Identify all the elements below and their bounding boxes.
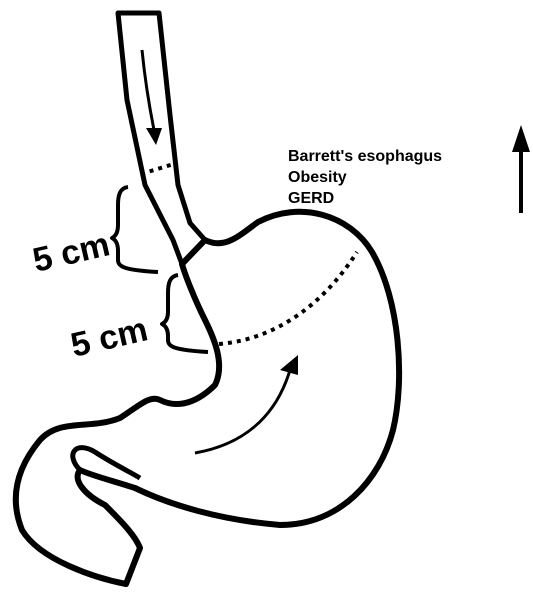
lower-measure-label: 5 cm xyxy=(67,310,151,364)
esophagus-outline xyxy=(118,13,210,264)
condition-barretts: Barrett's esophagus xyxy=(288,148,442,165)
upper-measure-label: 5 cm xyxy=(29,225,113,279)
condition-obesity: Obesity xyxy=(288,169,347,186)
condition-gerd: GERD xyxy=(288,190,334,207)
up-arrow-icon xyxy=(512,125,530,213)
